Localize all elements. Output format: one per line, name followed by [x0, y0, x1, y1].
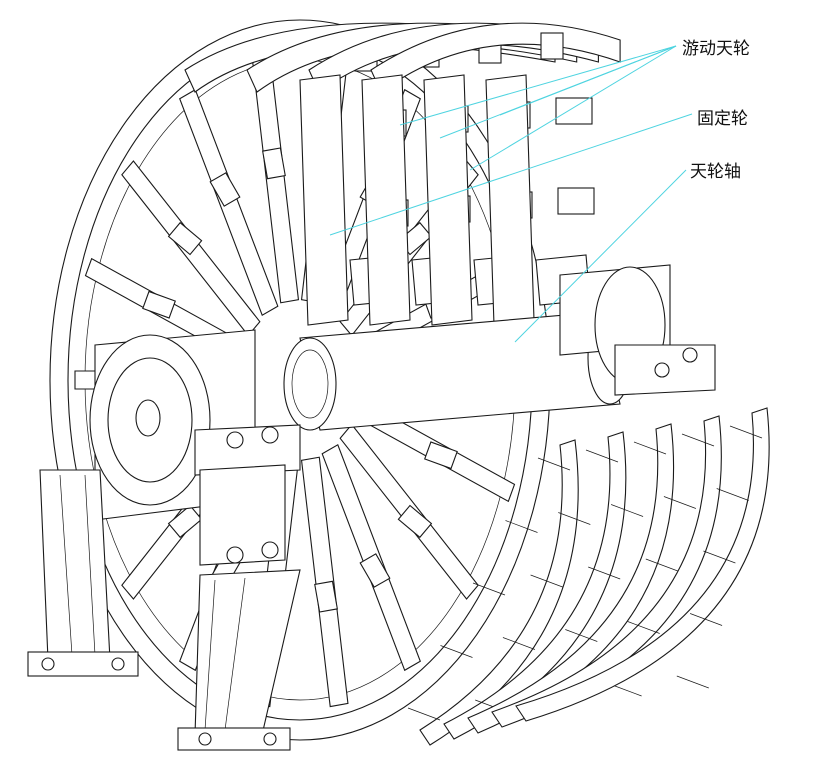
frame-column [361, 74, 411, 326]
rim-tooth [505, 520, 538, 533]
floating-wheel-frames [299, 74, 595, 326]
leader-floating-1 [399, 45, 677, 126]
spoke-clamp [424, 441, 458, 470]
rim-tooth [588, 566, 621, 580]
rim-tooth [703, 550, 736, 564]
spoke [300, 456, 349, 708]
floating-wheel-ring [491, 415, 722, 728]
leader-fixed [329, 113, 693, 236]
rim-tooth [558, 512, 591, 525]
callout-label-floating-sheave: 游动天轮 [682, 39, 750, 59]
rim-tooth [407, 707, 441, 721]
callout-label-sheave-shaft: 天轮轴 [690, 162, 741, 182]
callout-leaders [329, 45, 693, 343]
rim-tooth [689, 613, 723, 626]
leader-floating-4 [469, 45, 677, 171]
spoke-clamp [167, 504, 203, 539]
leader-floating-3 [499, 45, 677, 116]
frame-clamp-upper [555, 97, 593, 125]
rim-tooth [645, 558, 678, 572]
leader-shaft [514, 169, 687, 343]
rim-tooth [472, 582, 506, 596]
center-support-frame [177, 569, 301, 751]
left-support-frame [27, 469, 139, 677]
frame-column [485, 74, 535, 326]
frame-column [423, 74, 473, 326]
rim-tooth [565, 629, 598, 642]
rim-tooth [627, 621, 660, 634]
floating-wheel-ring [467, 423, 675, 734]
rim-tooth [537, 457, 571, 471]
floating-wheel-ring [419, 439, 579, 746]
spoke-clamp [209, 172, 241, 207]
floating-wheels-lower [407, 407, 770, 746]
right-bearing-housing [559, 264, 716, 396]
frame-column [299, 74, 349, 326]
spoke-clamp [359, 553, 391, 588]
rim-tooth [729, 425, 763, 439]
rim-tooth [716, 488, 749, 501]
floating-wheels-upper [184, 22, 621, 93]
spoke-clamp [262, 147, 286, 180]
spoke-clamp [314, 580, 338, 613]
callout-label-fixed-sheave: 固定轮 [697, 109, 748, 129]
rope-groove [540, 32, 564, 60]
floating-wheel-ring [515, 407, 770, 722]
rim-tooth [681, 433, 715, 447]
floating-wheel-ring [443, 431, 627, 740]
spoke-clamp [397, 504, 433, 539]
rim-tooth [530, 574, 563, 588]
spoke-clamp [167, 221, 203, 256]
rim-tooth [676, 675, 709, 689]
rim-tooth [440, 645, 473, 658]
rim-tooth [663, 496, 697, 509]
rim-tooth [610, 504, 644, 517]
left-bearing-housing [89, 329, 301, 566]
spoke-clamp [142, 290, 176, 319]
frame-clamp-lower [557, 187, 595, 215]
rim-tooth [585, 449, 619, 463]
rim-tooth [502, 637, 536, 650]
rim-tooth [633, 441, 667, 455]
